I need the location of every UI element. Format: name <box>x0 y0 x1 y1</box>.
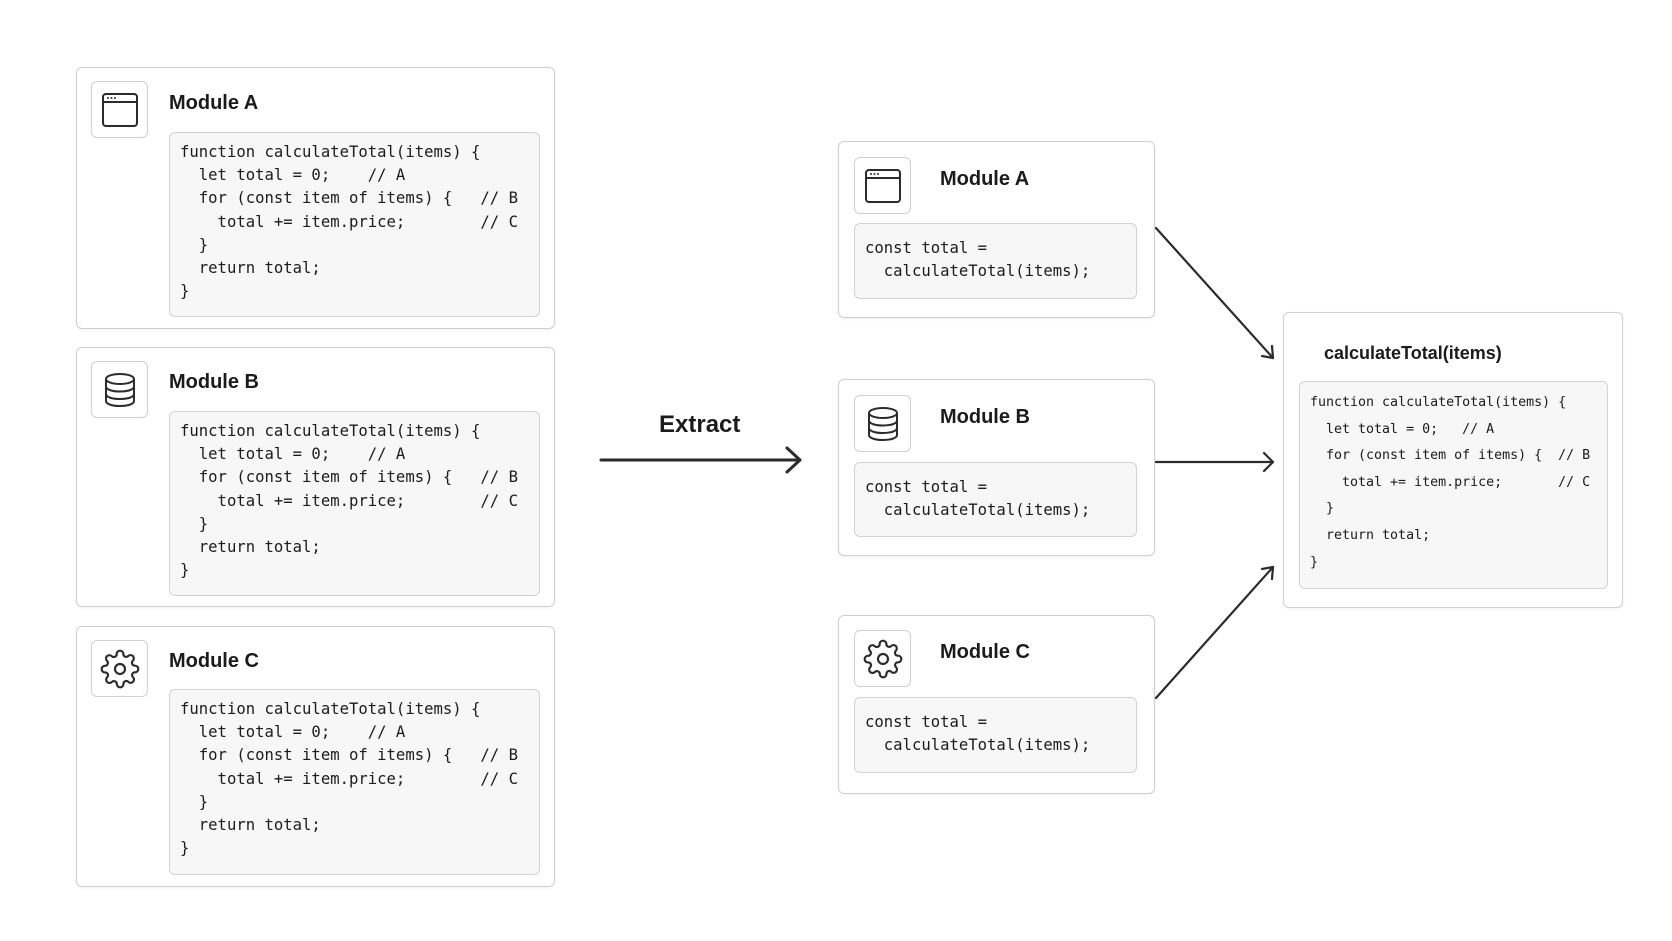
module-c-call-code: const total = calculateTotal(items); <box>865 713 1091 755</box>
module-c-code-box: function calculateTotal(items) { let tot… <box>169 689 540 875</box>
window-icon <box>101 92 138 127</box>
arrow-module-c-to-function <box>1154 565 1275 700</box>
module-c-card-before: Module C function calculateTotal(items) … <box>76 626 555 887</box>
module-c-call-box: const total = calculateTotal(items); <box>854 697 1137 773</box>
module-b-code-box: function calculateTotal(items) { let tot… <box>169 411 540 596</box>
module-b-card-after: Module B const total = calculateTotal(it… <box>838 379 1155 556</box>
module-c-title: Module C <box>940 641 1030 663</box>
database-icon-box <box>91 361 148 418</box>
shared-function-code: function calculateTotal(items) { let tot… <box>1310 395 1591 570</box>
gear-icon-box <box>91 640 148 697</box>
module-a-call-code: const total = calculateTotal(items); <box>865 239 1091 281</box>
database-icon <box>867 406 898 441</box>
window-icon-box <box>854 157 911 214</box>
module-b-title: Module B <box>169 371 259 393</box>
module-b-card-before: Module B function calculateTotal(items) … <box>76 347 555 607</box>
module-a-title: Module A <box>169 92 259 114</box>
module-a-code: function calculateTotal(items) { let tot… <box>180 143 518 301</box>
module-c-title: Module C <box>169 650 259 672</box>
extract-label: Extract <box>659 411 741 438</box>
module-b-call-code: const total = calculateTotal(items); <box>865 478 1091 520</box>
window-icon-box <box>91 81 148 138</box>
database-icon <box>104 372 135 407</box>
module-c-card-after: Module C const total = calculateTotal(it… <box>838 615 1155 794</box>
window-icon <box>864 168 901 203</box>
module-b-title: Module B <box>940 406 1030 428</box>
module-a-card-after: Module A const total = calculateTotal(it… <box>838 141 1155 318</box>
module-a-title: Module A <box>940 168 1030 190</box>
extract-arrow <box>599 446 802 474</box>
module-a-call-box: const total = calculateTotal(items); <box>854 223 1137 299</box>
gear-icon <box>100 649 139 688</box>
module-b-code: function calculateTotal(items) { let tot… <box>180 422 518 580</box>
shared-function-code-box: function calculateTotal(items) { let tot… <box>1299 381 1608 589</box>
module-a-code-box: function calculateTotal(items) { let tot… <box>169 132 540 317</box>
gear-icon-box <box>854 630 911 687</box>
shared-function-card: calculateTotal(items) function calculate… <box>1283 312 1623 608</box>
module-c-code: function calculateTotal(items) { let tot… <box>180 700 518 858</box>
shared-function-title: calculateTotal(items) <box>1324 343 1502 363</box>
module-b-call-box: const total = calculateTotal(items); <box>854 462 1137 537</box>
module-a-card-before: Module A function calculateTotal(items) … <box>76 67 555 329</box>
gear-icon <box>863 639 902 678</box>
database-icon-box <box>854 395 911 452</box>
arrow-module-b-to-function <box>1154 451 1275 473</box>
arrow-module-a-to-function <box>1154 226 1275 360</box>
